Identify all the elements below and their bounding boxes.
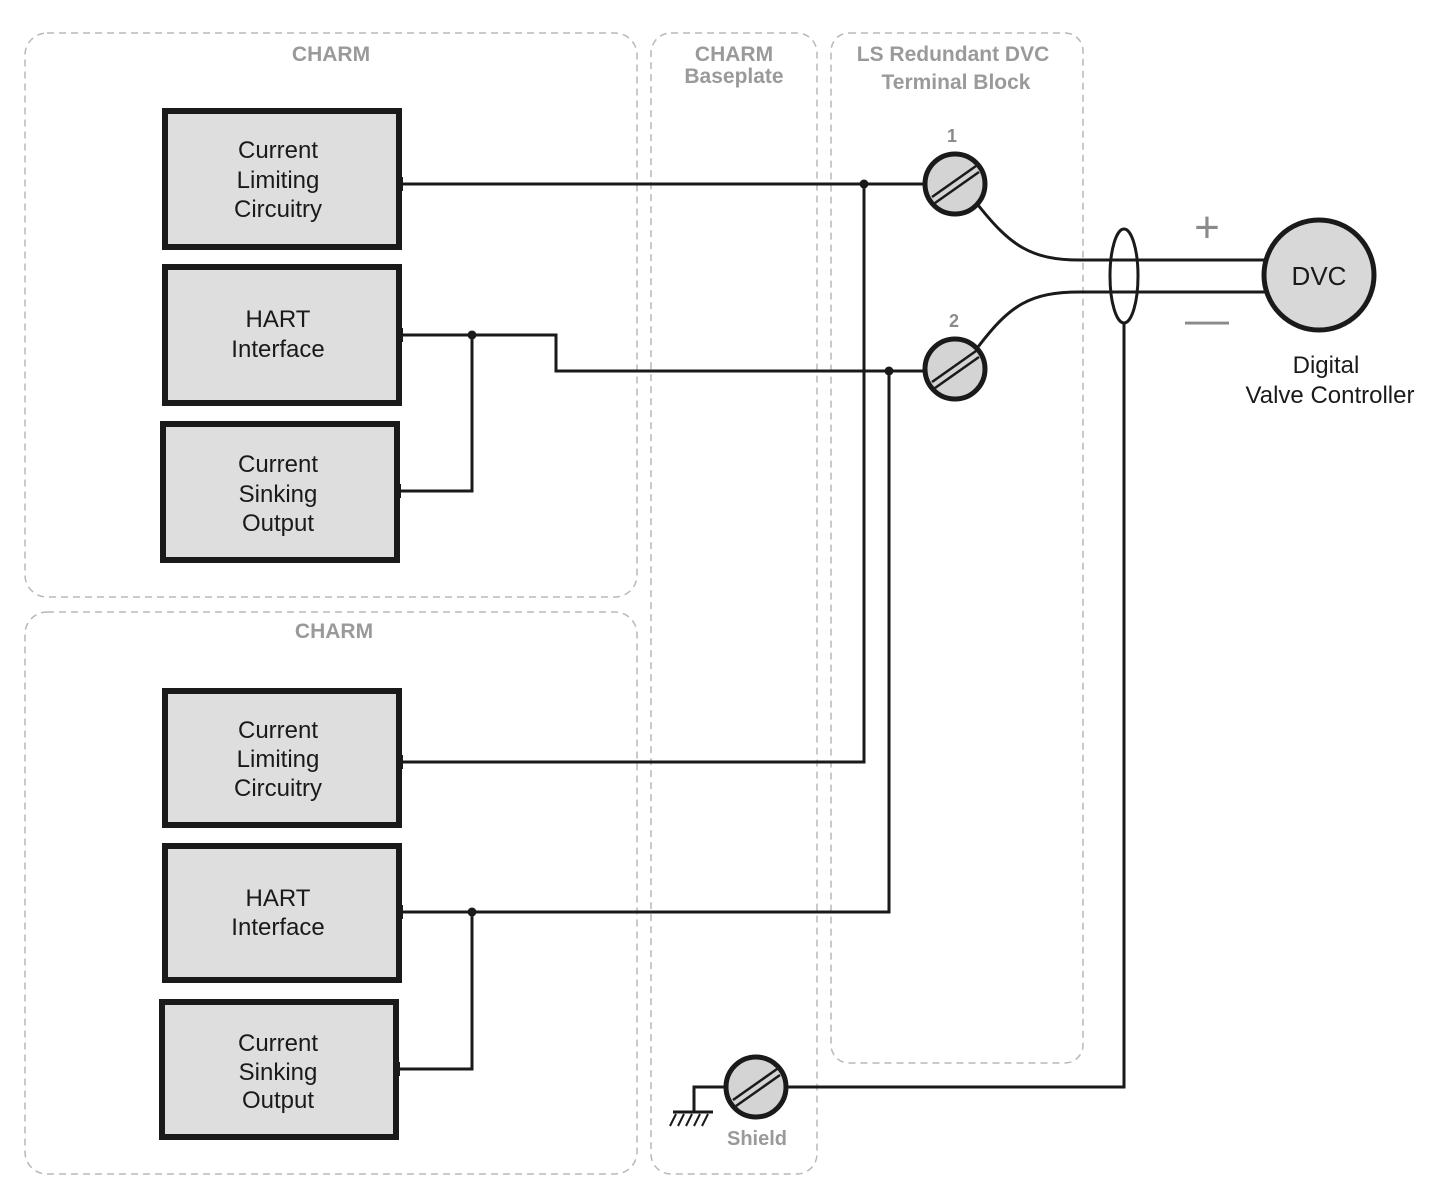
svg-text:Output: Output: [242, 510, 314, 537]
connector-stub: [395, 484, 401, 498]
terminal-1-screw-icon: [922, 151, 988, 217]
wire-bottom-sinking-to-hart: [396, 912, 474, 1071]
minus-marker: —: [1185, 295, 1229, 344]
charm-bottom-title: CHARM: [295, 620, 373, 643]
svg-text:Circuitry: Circuitry: [234, 196, 322, 223]
top-current-sinking-block: Current Sinking Output: [160, 421, 400, 563]
connector-stub: [397, 328, 403, 342]
charm-bottom-region: [24, 611, 638, 1175]
connector-stub: [397, 177, 403, 191]
wire-terminal2-to-dvc-minus: [976, 290, 1265, 348]
connector-stub: [397, 905, 403, 919]
terminal-block-title-line2: Terminal Block: [882, 71, 1031, 94]
svg-text:Current: Current: [238, 717, 318, 744]
svg-text:Interface: Interface: [231, 914, 324, 941]
svg-text:Current: Current: [238, 137, 318, 164]
wire-terminal1-to-dvc-plus: [976, 204, 1265, 262]
terminal-2-screw-icon: [922, 336, 988, 402]
svg-text:Circuitry: Circuitry: [234, 775, 322, 802]
terminal-block-region: [830, 32, 1084, 1064]
shield-label: Shield: [727, 1128, 787, 1150]
junction-dot: [859, 179, 869, 189]
svg-text:Sinking: Sinking: [239, 481, 318, 508]
dvc-caption-line1: Digital: [1293, 352, 1360, 379]
bottom-current-sinking-block: Current Sinking Output: [159, 999, 399, 1140]
charm-top-region: [24, 32, 638, 598]
svg-text:Limiting: Limiting: [237, 167, 320, 194]
ground-icon: [669, 1085, 726, 1127]
bottom-current-limiting-block: Current Limiting Circuitry: [162, 688, 402, 828]
terminal-block-title-line1: LS Redundant DVC: [857, 43, 1050, 66]
svg-text:Sinking: Sinking: [239, 1059, 318, 1086]
connector-stub: [397, 755, 403, 769]
svg-text:Current: Current: [238, 1030, 318, 1057]
terminal-2-label: 2: [949, 311, 959, 331]
dvc-caption-line2: Valve Controller: [1246, 382, 1415, 409]
top-current-limiting-block: Current Limiting Circuitry: [162, 108, 402, 250]
svg-text:HART: HART: [246, 885, 311, 912]
top-hart-interface-block: HART Interface: [162, 264, 402, 406]
wire-bottom-hart-to-terminal2: [399, 371, 891, 914]
svg-text:Interface: Interface: [231, 336, 324, 363]
wire-shield-drain: [788, 323, 1126, 1089]
junction-dot: [467, 330, 477, 340]
connector-stub: [394, 1062, 400, 1076]
wire-top-sinking-to-hart: [397, 335, 474, 493]
svg-text:Output: Output: [242, 1087, 314, 1114]
svg-text:Current: Current: [238, 451, 318, 478]
dvc-device-icon: DVC: [1261, 217, 1377, 333]
bottom-hart-interface-block: HART Interface: [162, 843, 402, 983]
baseplate-title-line1: CHARM: [695, 43, 773, 66]
wire-top-hart-to-terminal2: [399, 333, 925, 373]
cable-shield-ellipse: [1108, 227, 1140, 325]
wire-bottom-limiting-to-terminal1: [399, 184, 866, 764]
baseplate-region: [650, 32, 818, 1175]
shield-screw-icon: [723, 1054, 789, 1120]
charm-top-title: CHARM: [292, 43, 370, 66]
junction-dot: [884, 366, 894, 376]
svg-text:DVC: DVC: [1292, 261, 1347, 291]
svg-text:HART: HART: [246, 306, 311, 333]
svg-text:Limiting: Limiting: [237, 746, 320, 773]
plus-marker: +: [1194, 203, 1220, 252]
junction-dot: [467, 907, 477, 917]
terminal-1-label: 1: [947, 126, 957, 146]
baseplate-title-line2: Baseplate: [684, 65, 783, 88]
